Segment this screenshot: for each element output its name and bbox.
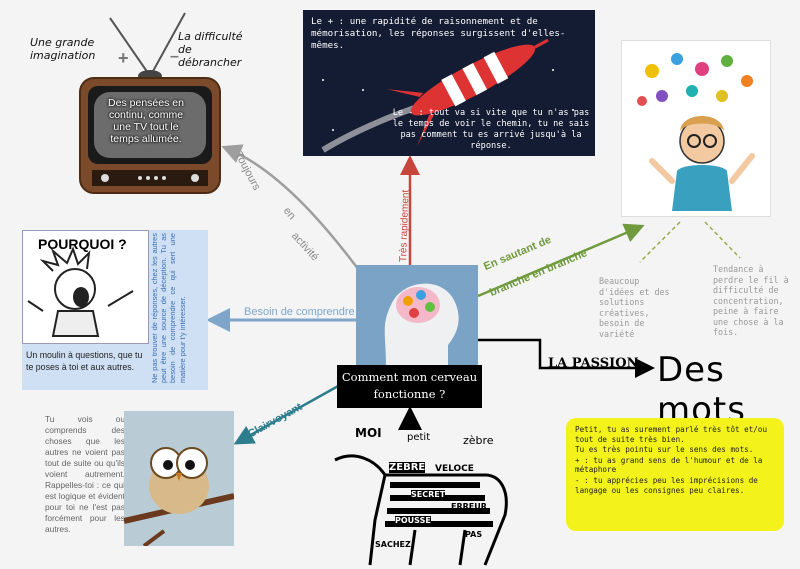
owl-text: Tu vois ou comprends des choses que les … — [45, 414, 125, 534]
pourquoi-caption: Un moulin à questions, que tu te poses à… — [26, 350, 143, 372]
tv-minus-sign: – — [170, 48, 179, 65]
branch-toujours-en-activite — [221, 144, 372, 286]
idea-boy-icon — [637, 53, 755, 211]
tv-screen-text: Des pensées en continu, comme une TV tou… — [108, 97, 184, 145]
zebra-word-moi: MOI — [355, 426, 382, 440]
rocket-panel: Le + : une rapidité de raisonnement et d… — [303, 10, 595, 156]
owl-illustration — [123, 411, 235, 548]
zebra-word-pas: PAS — [465, 530, 483, 539]
branch-passion — [478, 338, 655, 378]
branch-label-besoin: Besoin de comprendre — [244, 306, 355, 318]
branch-clairvoyant — [233, 383, 341, 445]
center-label-line2: fonctionne ? — [373, 387, 446, 401]
branch-en-sautant — [477, 223, 645, 298]
yellow-note-p2: Tu es très pointu sur le sens des mots. — [575, 445, 754, 455]
passion-label: LA PASSION — [548, 356, 639, 371]
yellow-note-p4: - : tu apprécies peu les imprécisions de… — [575, 475, 758, 495]
zebra-word-pousse: POUSSE — [395, 516, 431, 525]
owl-icon — [123, 447, 235, 548]
dashed-right — [704, 221, 741, 259]
idea-right-text: Tendance à perdre le fil à difficulté de… — [713, 264, 789, 337]
tv-minus-note: La difficulté de débrancher — [178, 30, 243, 69]
rocket-minus-text: Le - : tout va si vite que tu n'as pas l… — [392, 108, 590, 151]
zebra-word-petit: petit — [407, 432, 431, 443]
yellow-note: Petit, tu as surement parlé très tôt et/… — [566, 418, 784, 531]
dashed-left — [639, 221, 681, 263]
pourquoi-vertical-text: Ne pas trouver de réponses, chez les aut… — [150, 233, 187, 383]
center-brain-image — [356, 265, 478, 365]
zebra-word-sachez: SACHEZ — [375, 540, 411, 549]
yellow-note-p3: + : tu as grand sens de l'humour et de l… — [575, 455, 763, 475]
center-label-line1: Comment mon cerveau — [341, 370, 478, 384]
brain-head-icon — [384, 283, 459, 365]
rocket-plus-text: Le + : une rapidité de raisonnement et d… — [311, 16, 566, 51]
center-label: Comment mon cerveau fonctionne ? — [337, 365, 482, 408]
tv-plus-sign: + — [118, 48, 129, 68]
pourquoi-title: POURQUOI ? — [38, 236, 127, 252]
rocket-icon — [321, 38, 574, 153]
zebra-word-zebre-caps: ZEBRE — [389, 462, 426, 473]
tv-icon — [79, 12, 221, 194]
idea-left-text: Beaucoup d'idées et des solutions créati… — [599, 276, 670, 339]
pourquoi-illustration — [22, 230, 149, 344]
tv-plus-note: Une grande imagination — [30, 36, 96, 62]
zebra-word-veloce: VELOCE — [435, 464, 474, 474]
zebra-word-zebre: zèbre — [463, 434, 494, 447]
zebra-word-cloud: MOI petit zèbre ZEBRE VELOCE SECRET ERRE… — [315, 420, 525, 569]
zebra-word-erreur: ERREUR — [451, 502, 487, 511]
yellow-note-p1: Petit, tu as surement parlé très tôt et/… — [575, 425, 768, 444]
pourquoi-vertical-box: Ne pas trouver de réponses, chez les aut… — [150, 233, 205, 383]
idea-panel — [621, 40, 771, 217]
zebra-word-secret: SECRET — [411, 490, 446, 499]
boy-screaming-icon — [27, 246, 134, 337]
